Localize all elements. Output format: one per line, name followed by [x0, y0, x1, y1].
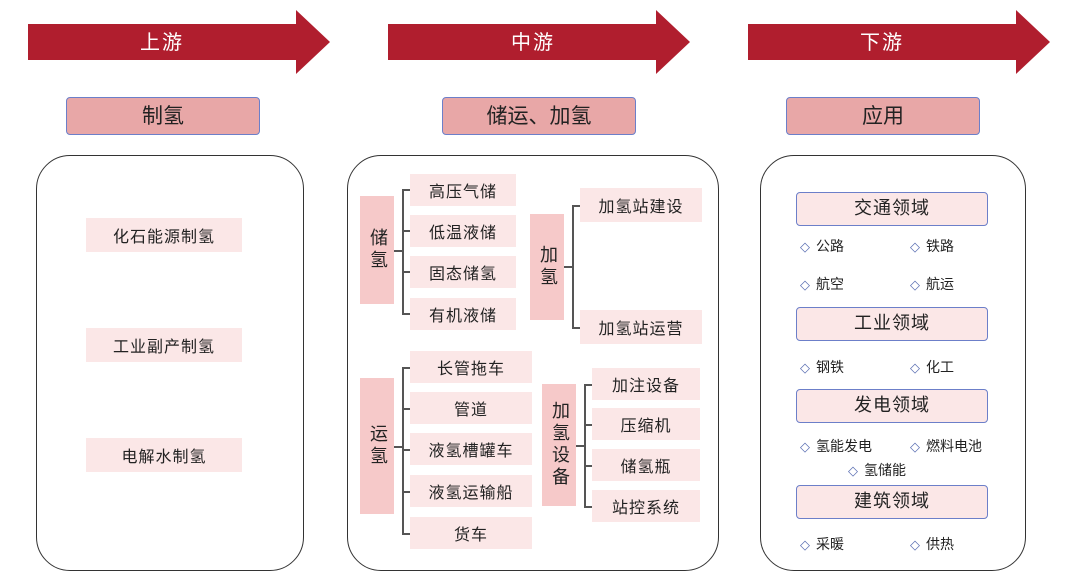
connector — [584, 384, 592, 386]
equipment-item: 储氢瓶 — [592, 449, 700, 481]
refuel-item: 加氢站建设 — [580, 188, 702, 222]
diamond-icon: ◇ — [910, 278, 920, 293]
app-label: 航运 — [926, 277, 954, 293]
storage-item: 高压气储 — [410, 174, 516, 206]
storage-item: 有机液储 — [410, 298, 516, 330]
connector — [584, 384, 586, 506]
app-label: 供热 — [926, 537, 954, 553]
storage-label: 储氢 — [360, 196, 394, 304]
app-label: 氢能发电 — [816, 439, 872, 455]
equipment-item: 加注设备 — [592, 368, 700, 400]
connector — [402, 408, 410, 410]
transport-item: 管道 — [410, 392, 532, 424]
refuel-label: 加氢 — [530, 214, 564, 320]
storage-item: 低温液储 — [410, 215, 516, 247]
production-method: 化石能源制氢 — [86, 218, 242, 252]
arrow-shape — [388, 10, 690, 74]
app-item: ◇ 铁路 — [910, 236, 954, 256]
connector — [402, 533, 410, 535]
diamond-icon: ◇ — [800, 440, 810, 455]
connector — [402, 189, 404, 313]
connector — [564, 266, 572, 268]
diamond-icon: ◇ — [800, 240, 810, 255]
connector — [572, 205, 574, 327]
connector — [576, 445, 584, 447]
app-label: 铁路 — [926, 239, 954, 255]
app-item: ◇ 公路 — [800, 236, 844, 256]
app-label: 燃料电池 — [926, 439, 982, 455]
field-transport: 交通领域 — [796, 192, 988, 226]
diamond-icon: ◇ — [800, 538, 810, 553]
arrow-upstream: 上游 — [28, 10, 330, 74]
app-item: ◇ 钢铁 — [800, 357, 844, 377]
refuel-item: 加氢站运营 — [580, 310, 702, 344]
connector — [584, 424, 592, 426]
storage-item: 固态储氢 — [410, 256, 516, 288]
connector — [572, 205, 580, 207]
app-item: ◇ 采暖 — [800, 534, 844, 554]
app-item: ◇ 燃料电池 — [910, 436, 982, 456]
app-label: 氢储能 — [864, 463, 906, 479]
transport-item: 液氢槽罐车 — [410, 433, 532, 465]
production-method: 工业副产制氢 — [86, 328, 242, 362]
transport-item: 长管拖车 — [410, 351, 532, 383]
connector — [402, 230, 410, 232]
app-item: ◇ 航空 — [800, 274, 844, 294]
stage-label-upstream: 上游 — [140, 30, 184, 54]
transport-item: 液氢运输船 — [410, 475, 532, 507]
connector — [402, 271, 410, 273]
arrow-shape — [748, 10, 1050, 74]
stage-label-midstream: 中游 — [511, 30, 555, 54]
arrow-shape — [28, 10, 330, 74]
app-item: ◇ 氢能发电 — [800, 436, 872, 456]
connector — [394, 250, 402, 252]
diamond-icon: ◇ — [910, 240, 920, 255]
app-item: ◇ 氢储能 — [848, 460, 906, 480]
title-storage: 储运、加氢 — [442, 97, 636, 135]
diamond-icon: ◇ — [910, 440, 920, 455]
connector — [584, 465, 592, 467]
app-label: 公路 — [816, 239, 844, 255]
diamond-icon: ◇ — [910, 538, 920, 553]
arrow-midstream: 中游 — [388, 10, 690, 74]
field-power: 发电领域 — [796, 389, 988, 423]
connector — [584, 506, 592, 508]
field-industry: 工业领域 — [796, 307, 988, 341]
arrow-downstream: 下游 — [748, 10, 1050, 74]
transport-item: 货车 — [410, 517, 532, 549]
app-label: 化工 — [926, 360, 954, 376]
diamond-icon: ◇ — [848, 464, 858, 479]
equipment-label: 加氢设备 — [542, 384, 576, 506]
app-item: ◇ 化工 — [910, 357, 954, 377]
title-production: 制氢 — [66, 97, 260, 135]
connector — [572, 327, 580, 329]
app-item: ◇ 航运 — [910, 274, 954, 294]
diamond-icon: ◇ — [800, 278, 810, 293]
connector — [394, 446, 402, 448]
production-method: 电解水制氢 — [86, 438, 242, 472]
connector — [402, 449, 410, 451]
stage-label-downstream: 下游 — [860, 30, 904, 54]
title-application: 应用 — [786, 97, 980, 135]
app-label: 采暖 — [816, 537, 844, 553]
connector — [402, 313, 410, 315]
connector — [402, 491, 410, 493]
transport-label: 运氢 — [360, 378, 394, 514]
field-building: 建筑领域 — [796, 485, 988, 519]
connector — [402, 189, 410, 191]
equipment-item: 站控系统 — [592, 490, 700, 522]
equipment-item: 压缩机 — [592, 408, 700, 440]
diamond-icon: ◇ — [910, 361, 920, 376]
app-label: 航空 — [816, 277, 844, 293]
app-label: 钢铁 — [816, 360, 844, 376]
app-item: ◇ 供热 — [910, 534, 954, 554]
connector — [402, 367, 410, 369]
diamond-icon: ◇ — [800, 361, 810, 376]
